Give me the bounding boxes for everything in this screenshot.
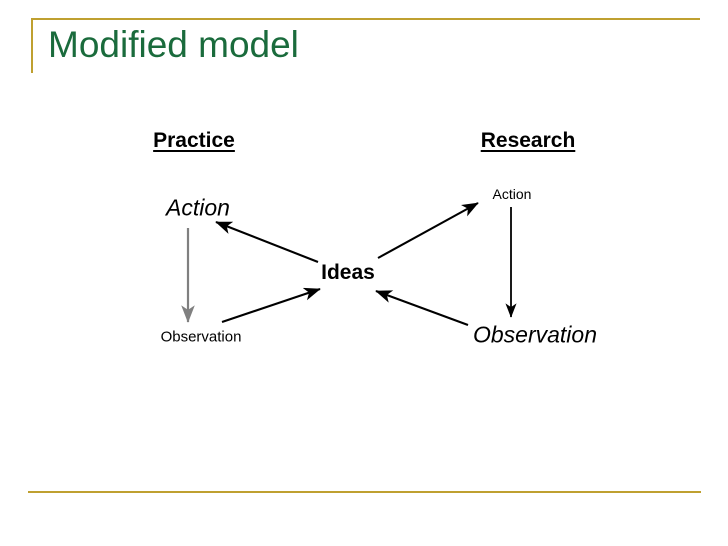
edge-ideas-to-research-action [377, 202, 479, 259]
node-practice-action: Action [166, 194, 230, 221]
column-heading-research: Research [480, 129, 576, 152]
title-rule-top [31, 18, 700, 20]
title-rule-left [31, 18, 33, 73]
node-practice-observation: Observation [160, 328, 242, 346]
node-ideas: Ideas [321, 261, 375, 284]
column-heading-practice: Practice [153, 129, 235, 152]
edge-research-observation-to-ideas [375, 290, 469, 326]
node-research-observation: Observation [472, 321, 598, 348]
edge-practice-observation-to-ideas [221, 287, 321, 323]
node-research-action: Action [492, 186, 532, 202]
edge-ideas-to-practice-action [215, 221, 319, 263]
footer-rule [28, 491, 701, 493]
page-title: Modified model [48, 24, 299, 65]
